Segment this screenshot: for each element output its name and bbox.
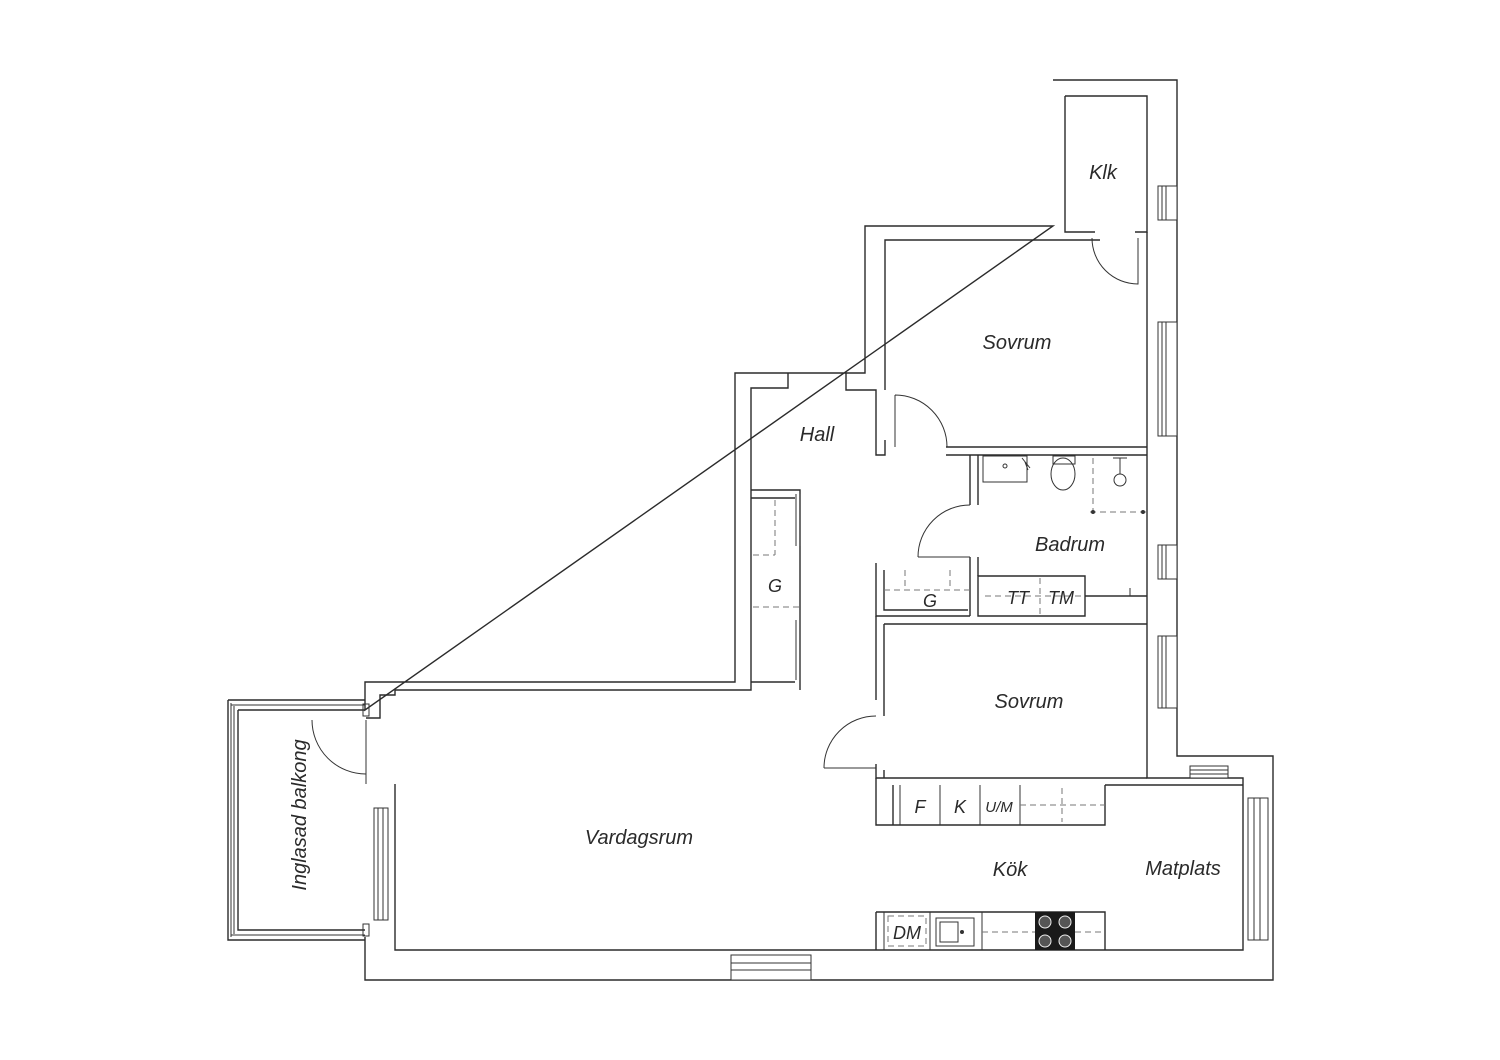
doors (311, 237, 1139, 784)
fixture-label-g-mid: G (923, 591, 937, 611)
fixture-labels: G G TT TM F K U/M DM (768, 576, 1074, 943)
room-label-badrum: Badrum (1035, 534, 1105, 556)
room-labels: Klk Sovrum Hall Badrum Sovrum Vardagsrum… (289, 162, 1221, 891)
fixture-label-tm: TM (1048, 588, 1074, 608)
sink-icon (982, 455, 1028, 483)
bathroom-fixtures (884, 455, 1147, 614)
fixture-label-dm: DM (893, 923, 921, 943)
balcony (227, 699, 370, 941)
shower-icon (1113, 473, 1127, 487)
fixture-label-g-hall: G (768, 576, 782, 596)
fixture-label-f: F (915, 797, 927, 817)
room-label-vardagsrum: Vardagsrum (585, 827, 693, 849)
fixture-label-k: K (954, 797, 967, 817)
fixture-label-tt: TT (1007, 588, 1031, 608)
outer-walls (364, 79, 1274, 981)
room-label-kok: Kök (993, 859, 1028, 881)
room-label-sovrum-top: Sovrum (983, 332, 1052, 354)
room-label-matplats: Matplats (1145, 858, 1221, 880)
room-label-balkong: Inglasad balkong (289, 739, 311, 890)
interior-walls (751, 446, 1147, 950)
windows (373, 185, 1269, 981)
room-label-hall: Hall (800, 424, 835, 446)
room-label-klk: Klk (1089, 162, 1118, 184)
kitchen-appliances (887, 912, 1075, 950)
kitchen-sink-icon (935, 917, 975, 947)
room-label-sovrum-mid: Sovrum (995, 691, 1064, 713)
toilet-icon (1050, 457, 1076, 491)
fixture-label-um: U/M (985, 799, 1013, 816)
